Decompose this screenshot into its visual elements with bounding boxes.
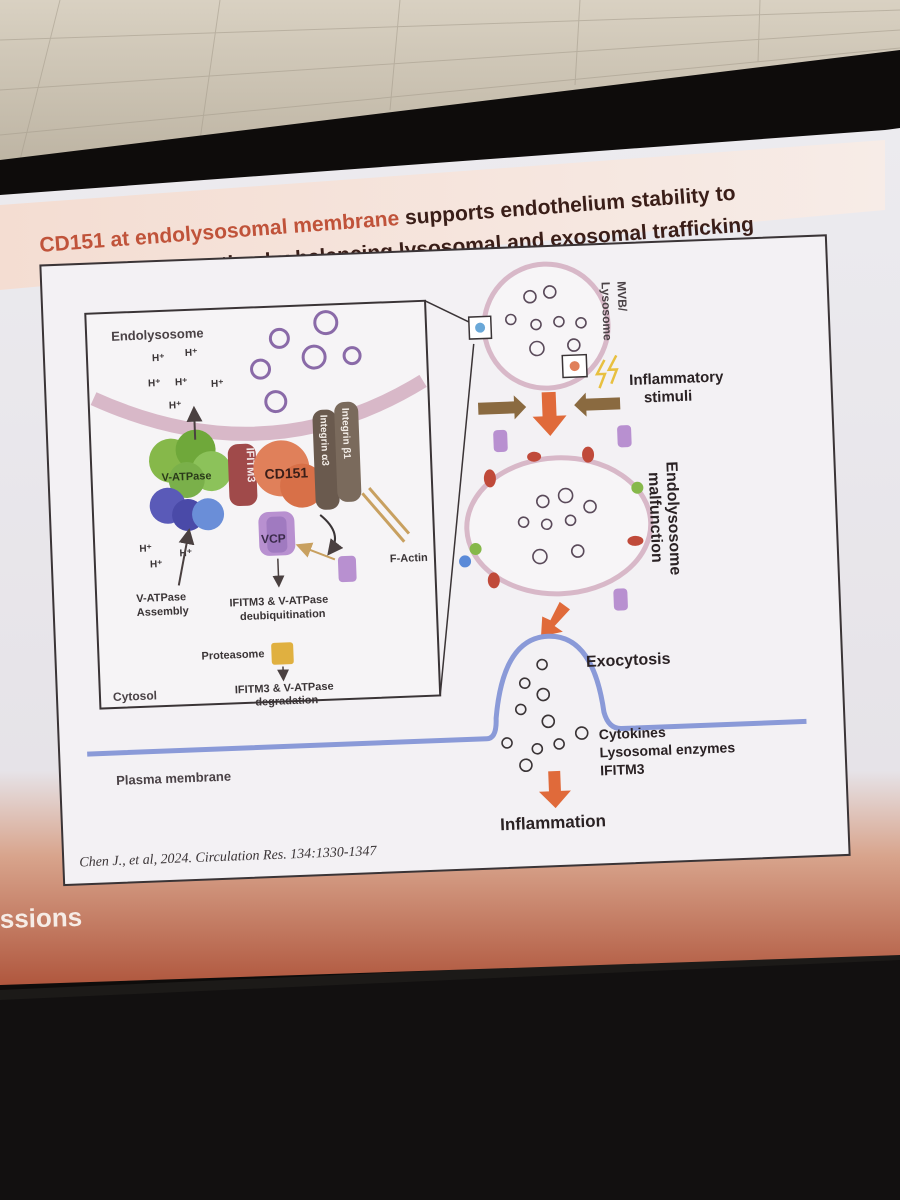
- malfunction-vesicles: [517, 487, 597, 565]
- ceiling: [0, 0, 900, 165]
- svg-text:H⁺: H⁺: [211, 379, 224, 390]
- v-atpase-marker: [459, 555, 472, 568]
- svg-text:H⁺: H⁺: [150, 559, 163, 570]
- mvb-label-1: MVB/: [614, 281, 629, 312]
- v-atpase-marker-3: [631, 481, 644, 494]
- f-actin: [361, 487, 411, 543]
- deubiq-arrow: [272, 558, 285, 588]
- deubiq-label-1: IFITM3 & V-ATPase: [229, 594, 328, 610]
- proton-group-top: H⁺ H⁺ H⁺ H⁺ H⁺ H⁺: [148, 348, 224, 412]
- ceiling-tiles: [0, 0, 900, 161]
- cytokines-label: Cytokines: [598, 724, 666, 743]
- assembly-label-1: V-ATPase: [136, 591, 186, 605]
- svg-text:H⁺: H⁺: [139, 543, 152, 554]
- ifitm3-release-label: IFITM3: [600, 761, 645, 779]
- zoom-line-bottom: [439, 343, 475, 696]
- exocytosis-label: Exocytosis: [586, 651, 671, 671]
- degradation-label-1: IFITM3 & V-ATPase: [235, 681, 334, 697]
- plasma-membrane-label: Plasma membrane: [116, 769, 231, 788]
- svg-text:H⁺: H⁺: [175, 377, 188, 388]
- down-arrow-2: [541, 601, 570, 637]
- malfunction-label-1: Endolysosome: [662, 461, 683, 575]
- svg-text:CD151: CD151: [264, 464, 308, 482]
- malfunction-label-2: malfunction: [645, 472, 665, 563]
- proton-pump-arrow: [186, 405, 203, 440]
- endolysosome-membrane: [90, 374, 427, 441]
- assembly-label-2: Assembly: [137, 605, 190, 619]
- protein-cluster-icon-2: [569, 361, 580, 372]
- stimuli-label-1: Inflammatory: [629, 368, 724, 389]
- svg-text:H⁺: H⁺: [179, 548, 192, 559]
- footer-partial-text: ssions: [0, 902, 83, 934]
- inset-vesicles: [250, 310, 362, 414]
- down-arrow-3: [538, 770, 571, 809]
- integrin-complex: Integrin α3 Integrin β1: [312, 401, 362, 510]
- vcp-markers: [493, 425, 632, 611]
- title-band: [0, 140, 885, 290]
- figure: Endolysosome Cytosol H⁺ H⁺ H⁺ H⁺ H⁺ H⁺ H…: [39, 234, 851, 887]
- degradation-label-2: degradation: [255, 694, 319, 708]
- inhibition-arrow: [477, 395, 527, 420]
- svg-text:H⁺: H⁺: [152, 353, 165, 364]
- svg-text:H⁺: H⁺: [185, 348, 198, 359]
- assembly-arrow: [177, 528, 195, 586]
- proton-group-bottom: H⁺ H⁺ H⁺: [139, 543, 192, 570]
- mvb-lysosome: [481, 261, 611, 391]
- svg-text:H⁺: H⁺: [169, 400, 182, 411]
- audience-darkness: [0, 960, 900, 1200]
- enzymes-label: Lysosomal enzymes: [599, 739, 735, 760]
- endolysosome-label: Endolysosome: [111, 325, 204, 344]
- ubiquitinated-protein: [337, 555, 357, 583]
- proteasome-label: Proteasome: [201, 648, 264, 662]
- cytosol-label: Cytosol: [113, 688, 158, 704]
- cd151-protein: CD151: [253, 440, 325, 508]
- svg-text:Integrin β1: Integrin β1: [339, 408, 352, 460]
- v-atpase-marker-2: [469, 543, 482, 556]
- mvb-label-2: Lysosome: [598, 282, 614, 342]
- v-atpase-complex: V-ATPase: [148, 429, 232, 532]
- ubiquitin-arrow: [295, 542, 336, 561]
- protein-cluster-icon: [475, 322, 486, 333]
- proteasome-icon: [271, 642, 294, 665]
- svg-text:VCP: VCP: [261, 531, 286, 546]
- stimuli-label-2: stimuli: [644, 388, 693, 407]
- svg-text:H⁺: H⁺: [148, 378, 161, 389]
- plasma-membrane: [87, 633, 807, 757]
- inflammation-label: Inflammation: [500, 811, 606, 834]
- lightning-icon-2: [606, 354, 619, 385]
- exocytosed-vesicles: [501, 658, 589, 773]
- f-actin-label: F-Actin: [390, 552, 429, 565]
- v-atpase-label: V-ATPase: [161, 470, 211, 484]
- curved-arrow: [319, 514, 344, 556]
- svg-text:Integrin α3: Integrin α3: [317, 415, 330, 467]
- svg-text:IFITM3: IFITM3: [244, 447, 257, 482]
- malfunctioning-endolysosome: [464, 455, 654, 597]
- ifitm3-markers: [483, 446, 644, 589]
- deubiq-label-2: deubiquitination: [240, 608, 326, 623]
- ifitm3-protein: IFITM3: [227, 443, 258, 507]
- lightning-icon: [594, 359, 607, 389]
- mvb-vesicles: [505, 285, 587, 357]
- vcp-protein: VCP: [258, 511, 296, 556]
- down-arrow-1: [532, 391, 567, 437]
- zoom-line-top: [424, 300, 474, 325]
- stimuli-arrow: [574, 392, 621, 417]
